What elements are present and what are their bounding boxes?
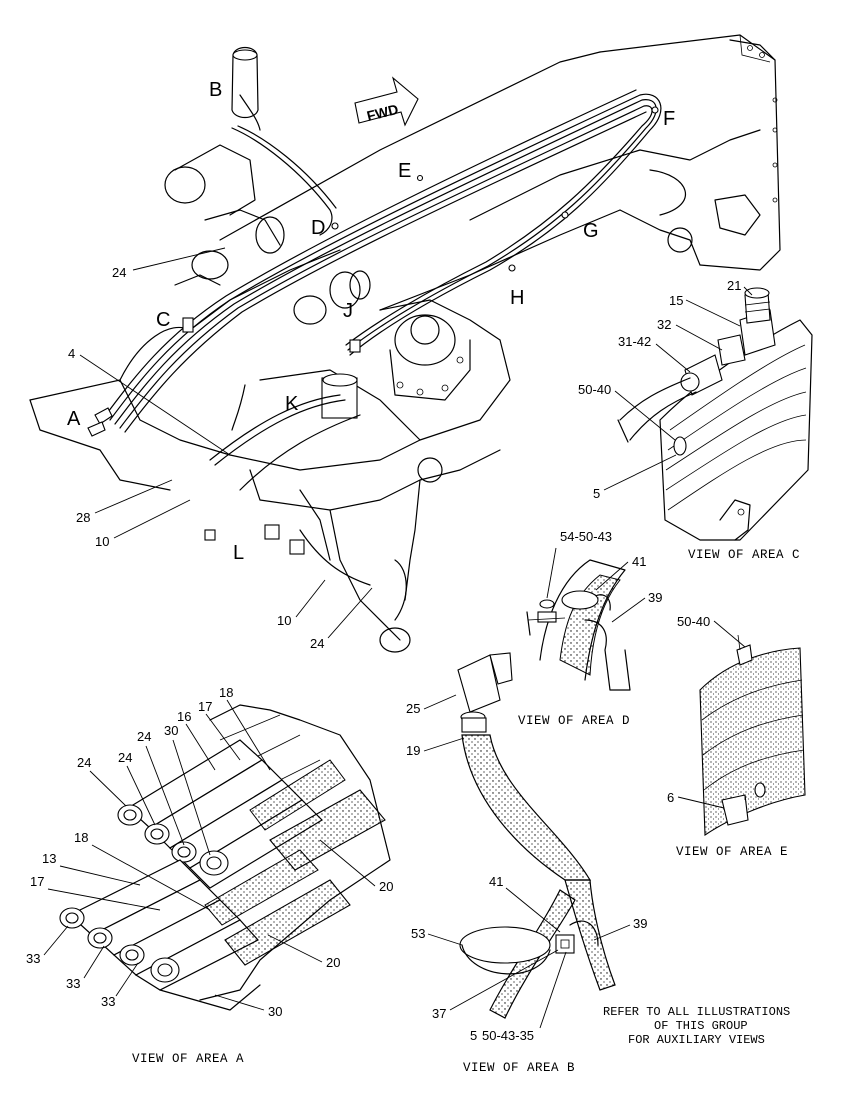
view-a-callout-20-lower: 20 <box>326 955 340 970</box>
fitting-row-upper <box>117 739 323 889</box>
view-a-callout-13: 13 <box>42 851 56 866</box>
view-b-callout-19: 19 <box>406 743 420 758</box>
view-e-caption: VIEW OF AREA E <box>676 845 788 859</box>
area-letter-d: D <box>311 217 325 239</box>
main-callout-28: 28 <box>76 510 90 525</box>
view-a-callout-24-b: 24 <box>118 750 132 765</box>
view-area-d: 54-50-43 41 39 VIEW OF AREA D <box>518 529 662 728</box>
main-callout-4: 4 <box>68 346 75 361</box>
note-line-3: FOR AUXILIARY VIEWS <box>628 1033 765 1047</box>
view-a-callout-16: 16 <box>177 709 191 724</box>
view-a-callout-17-lower: 17 <box>30 874 44 889</box>
area-letter-l: L <box>233 542 244 564</box>
view-c-callout-50-40: 50-40 <box>578 382 611 397</box>
view-b-callout-37: 37 <box>432 1006 446 1021</box>
main-callout-10-left: 10 <box>95 534 109 549</box>
view-a-callout-18-lower: 18 <box>74 830 88 845</box>
view-d-callout-39: 39 <box>648 590 662 605</box>
view-b-callout-25: 25 <box>406 701 420 716</box>
main-callout-24-upper: 24 <box>112 265 126 280</box>
note-line-1: REFER TO ALL ILLUSTRATIONS <box>603 1005 790 1019</box>
auxiliary-note: REFER TO ALL ILLUSTRATIONS OF THIS GROUP… <box>603 1005 790 1047</box>
view-c-callout-21: 21 <box>727 278 741 293</box>
main-assembly-view: FWD B E F D G H C J K A L 24 4 28 10 10 … <box>29 34 781 653</box>
view-b-callout-50-43-35: 50-43-35 <box>482 1028 534 1043</box>
main-callout-24-lower: 24 <box>310 636 324 651</box>
view-a-callout-24-a: 24 <box>77 755 91 770</box>
area-letter-h: H <box>510 287 524 309</box>
view-c-callout-5: 5 <box>593 486 600 501</box>
area-letter-g: G <box>583 220 599 242</box>
view-c-callout-32: 32 <box>657 317 671 332</box>
view-a-callout-30-lower: 30 <box>268 1004 282 1019</box>
view-b-callout-41: 41 <box>489 874 503 889</box>
area-letter-j: J <box>343 300 353 322</box>
view-d-callout-41: 41 <box>632 554 646 569</box>
view-d-caption: VIEW OF AREA D <box>518 714 630 728</box>
area-letter-a: A <box>67 408 81 430</box>
view-a-callout-30-top: 30 <box>164 723 178 738</box>
view-b-callout-5: 5 <box>470 1028 477 1043</box>
view-e-callout-50-40: 50-40 <box>677 614 710 629</box>
view-b-callout-53: 53 <box>411 926 425 941</box>
view-a-callout-33-b: 33 <box>66 976 80 991</box>
view-d-callout-54-50-43: 54-50-43 <box>560 529 612 544</box>
note-line-2: OF THIS GROUP <box>654 1019 748 1033</box>
hose-bundle <box>104 89 662 586</box>
view-e-callout-6: 6 <box>667 790 674 805</box>
main-callout-10-lower: 10 <box>277 613 291 628</box>
view-c-callout-15: 15 <box>669 293 683 308</box>
view-a-callout-33-c: 33 <box>101 994 115 1009</box>
fwd-label: FWD <box>365 101 400 124</box>
view-a-callout-20-upper: 20 <box>379 879 393 894</box>
view-b-callout-39: 39 <box>633 916 647 931</box>
view-a-callout-24-c: 24 <box>137 729 151 744</box>
area-letter-k: K <box>285 393 299 415</box>
view-area-a: 18 17 16 30 24 24 24 18 13 17 20 20 33 3… <box>26 685 393 1066</box>
area-letter-b: B <box>209 79 222 101</box>
view-a-caption: VIEW OF AREA A <box>132 1052 244 1066</box>
view-b-caption: VIEW OF AREA B <box>463 1061 575 1075</box>
view-a-callout-18-top: 18 <box>219 685 233 700</box>
view-area-e: 50-40 6 VIEW OF AREA E <box>667 614 806 859</box>
area-letter-c: C <box>156 309 170 331</box>
view-c-callout-31-42: 31-42 <box>618 334 651 349</box>
view-area-c: 21 15 32 31-42 50-40 5 VIEW OF AREA C <box>578 278 813 562</box>
area-letter-e: E <box>398 160 411 182</box>
view-area-b: 25 19 41 39 53 37 5 50-43-35 VIEW OF ARE… <box>406 652 647 1075</box>
forward-arrow-icon: FWD <box>354 76 419 127</box>
view-c-caption: VIEW OF AREA C <box>688 548 800 562</box>
view-a-callout-17-top: 17 <box>198 699 212 714</box>
area-letter-f: F <box>663 108 675 130</box>
view-a-callout-33-a: 33 <box>26 951 40 966</box>
fitting-row-lower <box>59 859 259 991</box>
